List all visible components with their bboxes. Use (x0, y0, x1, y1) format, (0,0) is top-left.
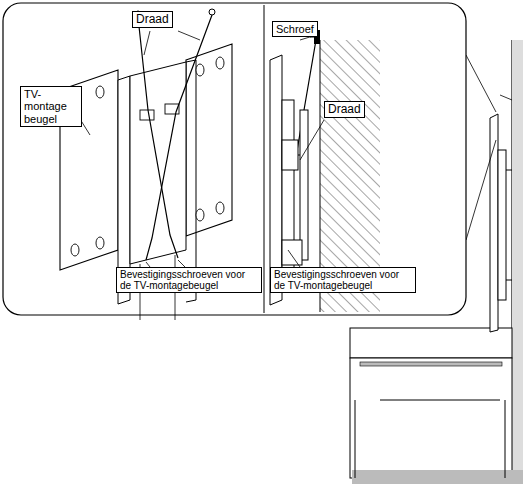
mounting-screws-label: Bevestigingsschroeven voor de TV-montage… (116, 267, 262, 293)
label-text: Bevestigingsschroeven voor de TV-montage… (274, 269, 412, 291)
mounting-screws-label: Bevestigingsschroeven voor de TV-montage… (270, 267, 416, 293)
label-text: Schroef (276, 23, 314, 35)
wire-label: Draad (324, 101, 365, 118)
label-text: Draad (328, 103, 361, 116)
label-text: TV-montage beugel (24, 88, 78, 125)
screw-label: Schroef (272, 21, 318, 37)
wire-label: Draad (132, 11, 173, 28)
label-text: Draad (136, 13, 169, 26)
bracket-label: TV-montage beugel (20, 86, 82, 127)
label-text: Bevestigingsschroeven voor de TV-montage… (120, 269, 258, 291)
